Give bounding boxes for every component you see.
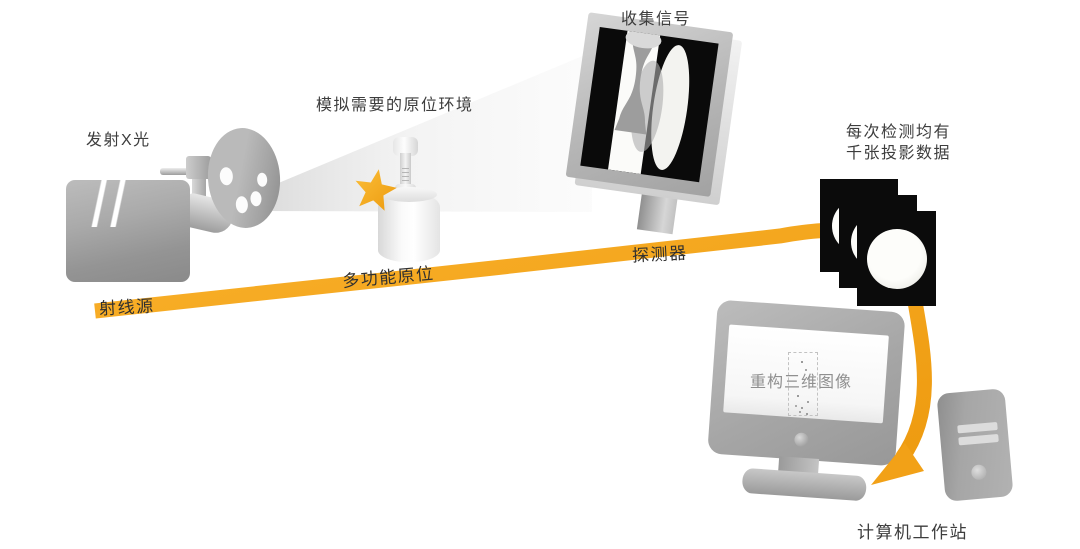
projection-circle (866, 228, 927, 289)
label-reconstruct-3d: 重构三维图像 (750, 374, 853, 391)
reconstruction-speckles (801, 361, 803, 363)
label-insitu-environment: 模拟需要的原位环境 (316, 97, 474, 114)
aperture-hole (219, 166, 234, 186)
aperture-hole (249, 190, 262, 207)
label-projection-note-line2: 千张投影数据 (846, 145, 952, 162)
tower-power-button-icon (970, 464, 988, 481)
detector-screen (580, 26, 719, 183)
label-collect-signal: 收集信号 (621, 11, 692, 28)
xray-source-box (66, 180, 190, 282)
monitor-stand-base (741, 467, 868, 502)
tower-drive-slot (958, 433, 999, 446)
specimen-radiograph (614, 29, 664, 152)
source-top-pin (160, 168, 190, 175)
tower-drive-slot (957, 421, 998, 434)
label-ray-source: 射线源 (98, 296, 156, 319)
projection-image (857, 211, 936, 306)
insitu-stage-rim (381, 187, 437, 202)
label-multifunction-stage: 多功能原位 (341, 263, 436, 291)
label-workstation: 计算机工作站 (857, 523, 968, 542)
label-projection-note: 每次检测均有 千张投影数据 (846, 122, 951, 164)
label-detector: 探测器 (631, 243, 689, 266)
detector-panel (565, 12, 743, 206)
aperture-hole (235, 195, 249, 214)
source-top-fitting (186, 156, 211, 179)
aperture-hole (256, 172, 268, 188)
insitu-stage-cylinder (378, 192, 440, 262)
label-projection-note-line1: 每次检测均有 (846, 124, 952, 141)
workstation-tower (936, 388, 1014, 502)
label-emit-xray: 发射X光 (86, 132, 151, 149)
